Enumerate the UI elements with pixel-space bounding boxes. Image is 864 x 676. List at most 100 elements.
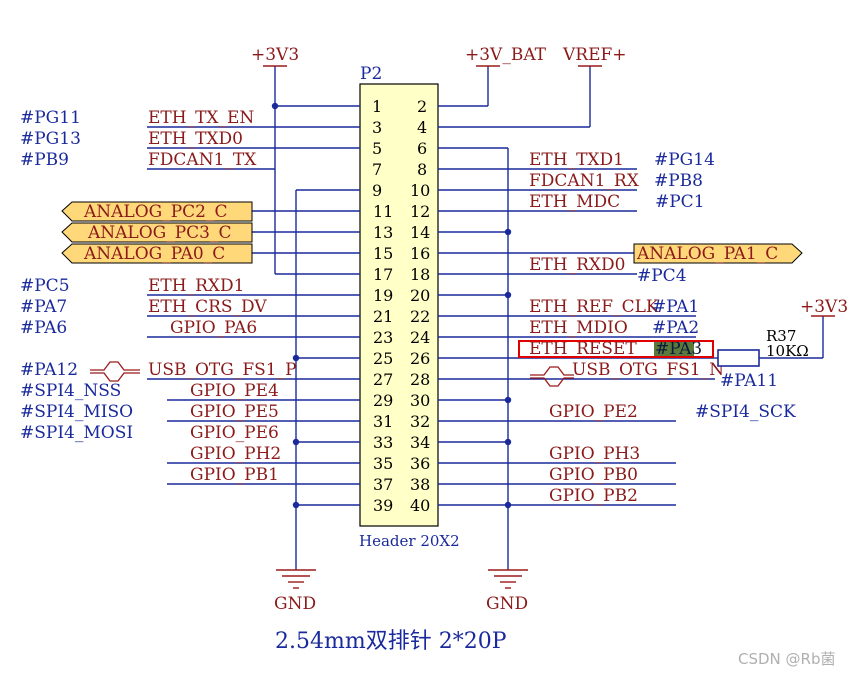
net-label: GPIO_PB1 <box>190 465 279 485</box>
wires <box>147 66 824 570</box>
junctions <box>271 102 512 509</box>
mcu-pin-id: #SPI4_NSS <box>20 381 121 401</box>
header-part-name: Header 20X2 <box>359 532 460 550</box>
net-label: GPIO_PE6 <box>190 423 279 443</box>
pin-number: 29 <box>373 391 393 410</box>
pin-number: 19 <box>373 286 393 305</box>
pin-number: 24 <box>410 328 430 347</box>
power-label-3v3-left: +3V3 <box>251 45 299 65</box>
diff-pair-icon-right <box>530 366 574 387</box>
right-pin-ids: #PG14 #PB8 #PC1 #PC4 #PA1 #PA2 #PA11 #SP… <box>637 150 796 422</box>
mcu-pin-id: #PG11 <box>20 108 81 128</box>
pin-number: 12 <box>410 202 430 221</box>
mcu-pin-id: #PA7 <box>20 297 67 317</box>
pin-number: 15 <box>373 244 393 263</box>
net-label: USB_OTG_FS1_N <box>572 360 724 380</box>
port-label: ANALOG_PC3_C <box>87 223 232 243</box>
eth-reset-highlight-box <box>518 340 714 358</box>
pin-number: 33 <box>373 433 393 452</box>
pin-number: 8 <box>417 160 427 179</box>
net-label: GPIO_PE2 <box>549 402 638 422</box>
pin-number: 26 <box>410 349 430 368</box>
net-label: ETH_TXD1 <box>529 150 624 170</box>
pin-number: 25 <box>373 349 393 368</box>
pin-number: 34 <box>410 433 430 452</box>
pin-number: 22 <box>410 307 430 326</box>
gnd-label-right: GND <box>486 594 528 614</box>
pin-number: 7 <box>372 160 382 179</box>
mcu-pin-id-pa3: #PA3 <box>655 339 702 359</box>
pin-number: 16 <box>410 244 430 263</box>
mcu-pin-id: #PA6 <box>20 318 67 338</box>
net-label: USB_OTG_FS1_P <box>148 360 297 380</box>
port-label: ANALOG_PC2_C <box>83 202 228 222</box>
net-label: ETH_MDIO <box>529 318 628 338</box>
header-body <box>359 83 439 527</box>
power-bars <box>263 65 835 317</box>
port-label: ANALOG_PA1_C <box>636 244 778 264</box>
mcu-pin-id: #PC1 <box>655 192 705 212</box>
power-label-vbat: +3V_BAT <box>465 45 547 65</box>
pin-number: 32 <box>410 412 430 431</box>
gnd-label-left: GND <box>274 594 316 614</box>
left-net-labels: ETH_TX_EN ETH_TXD0 FDCAN1_TX ETH_RXD1 ET… <box>148 108 297 485</box>
net-label: GPIO_PE4 <box>190 381 279 401</box>
mcu-pin-id: #SPI4_SCK <box>695 402 796 422</box>
net-label: ETH_REF_CLK <box>529 297 659 317</box>
net-label: ETH_RXD1 <box>148 276 244 296</box>
watermark: CSDN @Rb菌 <box>738 650 835 668</box>
net-label: ETH_TXD0 <box>148 129 243 149</box>
pin-number: 18 <box>410 265 430 284</box>
ground-symbol-right <box>488 569 528 589</box>
pin-number: 38 <box>410 475 430 494</box>
pin-number: 1 <box>372 97 382 116</box>
pin-number: 9 <box>372 181 382 200</box>
net-label: ETH_RESET <box>529 339 637 359</box>
net-label: GPIO_PA6 <box>170 318 257 338</box>
port-label: ANALOG_PA0_C <box>83 244 225 264</box>
mcu-pin-id: #PA1 <box>652 297 699 317</box>
pin-number: 37 <box>373 475 393 494</box>
pin-number: 23 <box>373 328 393 347</box>
resistor-ref: R37 <box>766 327 796 345</box>
pin-number: 28 <box>410 370 430 389</box>
pin-numbers-odd: 1 3 5 7 9 11 13 15 17 19 21 23 25 27 29 … <box>372 97 393 515</box>
pin-numbers-even: 2 4 6 8 10 12 14 16 18 20 22 24 26 28 30… <box>410 97 430 515</box>
pin-number: 27 <box>373 370 393 389</box>
pin-number: 3 <box>372 118 382 137</box>
header-designator: P2 <box>360 64 382 84</box>
port-analog-pa0: ANALOG_PA0_C <box>61 243 253 264</box>
pa3-highlight <box>654 341 694 357</box>
power-label-vref: VREF+ <box>562 45 627 65</box>
pin-number: 17 <box>373 265 393 284</box>
ground-symbol-left <box>276 569 316 589</box>
left-pin-ids: #PG11 #PG13 #PB9 #PC5 #PA7 #PA6 #PA12 #S… <box>20 108 133 443</box>
net-label: GPIO_PH2 <box>190 444 281 464</box>
net-label: FDCAN1_TX <box>148 150 257 170</box>
pin-number: 2 <box>417 97 427 116</box>
net-label: GPIO_PB0 <box>549 465 638 485</box>
net-label: ETH_MDC <box>529 192 620 212</box>
mcu-pin-id: #PG13 <box>20 129 81 149</box>
pin-number: 5 <box>372 139 382 158</box>
mcu-pin-id: #PB8 <box>654 171 703 191</box>
pin-number: 4 <box>417 118 427 137</box>
pin-number: 35 <box>373 454 393 473</box>
pin-number: 6 <box>417 139 427 158</box>
port-analog-pc2: ANALOG_PC2_C <box>61 201 253 222</box>
port-analog-pc3: ANALOG_PC3_C <box>61 222 253 243</box>
resistor-value: 10KΩ <box>766 342 809 360</box>
net-label: GPIO_PE5 <box>190 402 279 422</box>
mcu-pin-id: #SPI4_MISO <box>20 402 133 422</box>
net-label: FDCAN1_RX <box>529 171 640 191</box>
right-net-labels: ETH_TXD1 FDCAN1_RX ETH_MDC ETH_RXD0 ETH_… <box>529 150 724 506</box>
figure-caption: 2.54mm双排针 2*20P <box>275 629 507 654</box>
pin-number: 11 <box>373 202 393 221</box>
pin-number: 13 <box>373 223 393 242</box>
pin-number: 30 <box>410 391 430 410</box>
net-label: GPIO_PH3 <box>549 444 640 464</box>
net-label: GPIO_PB2 <box>549 486 638 506</box>
mcu-pin-id: #PA11 <box>720 371 778 391</box>
power-label-3v3-right: +3V3 <box>800 297 848 317</box>
